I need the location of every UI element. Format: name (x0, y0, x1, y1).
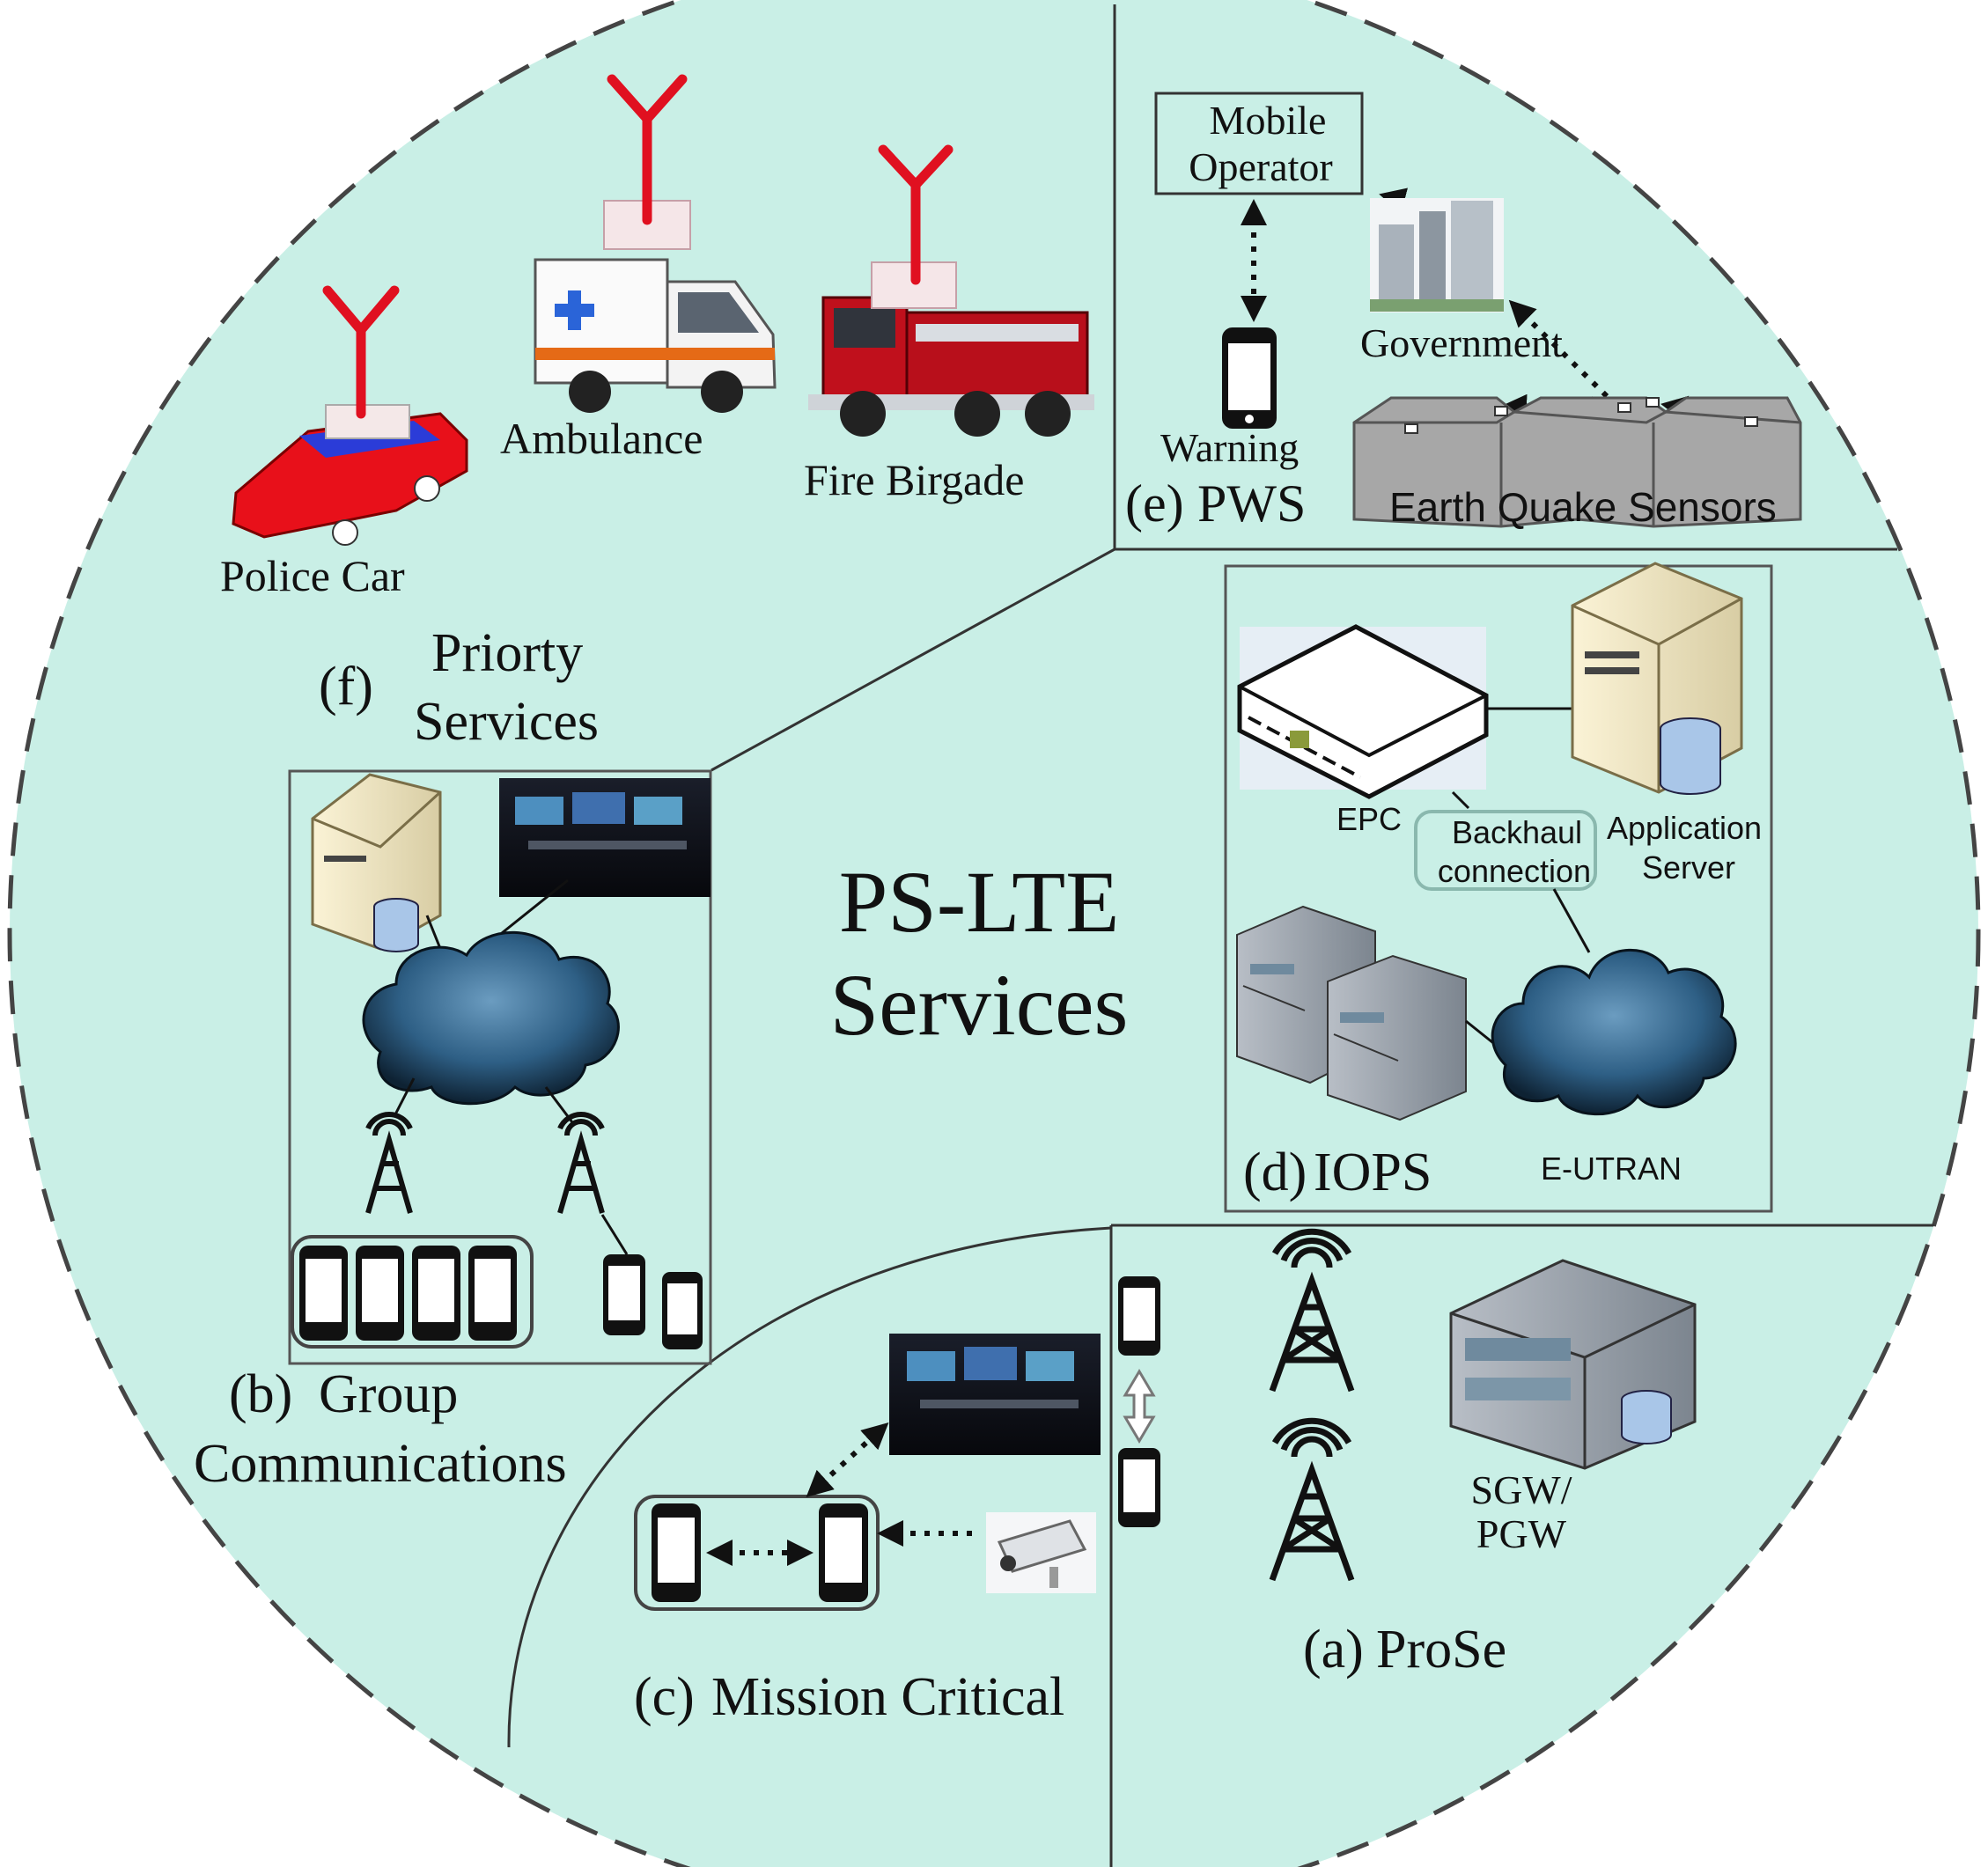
ambulance-antenna-icon (607, 74, 688, 225)
eutran-label: E-UTRAN (1541, 1150, 1682, 1187)
group-section-title-line2: Communications (194, 1434, 567, 1494)
pws-section: Mobile Operator Warning Government (1125, 92, 1802, 533)
prose-section: SGW/ PGW (a) ProSe (1118, 1228, 1697, 1680)
eutran-cloud-icon (1491, 948, 1737, 1116)
screen-cloud-link (501, 878, 569, 935)
group-communications-box (288, 769, 712, 1365)
phone-icon (662, 1272, 703, 1349)
sgw-pgw-label-line2: PGW (1476, 1511, 1567, 1556)
mobile-operator-box (1154, 92, 1364, 195)
phone-icon (468, 1246, 517, 1341)
warning-label: Warning (1160, 425, 1299, 470)
mission-section-title: Mission Critical (711, 1667, 1064, 1727)
mobile-operator-label-line2: Operator (1189, 144, 1332, 189)
cell-tower-icon (1269, 1228, 1355, 1393)
mission-links (706, 1422, 977, 1566)
prose-section-label: (a) (1303, 1620, 1364, 1680)
police-car-icon (232, 404, 468, 546)
sgw-pgw-label-line1: SGW/ (1471, 1467, 1572, 1512)
fire-truck-antenna-icon (878, 144, 954, 285)
phone-icon (299, 1246, 348, 1341)
police-car-label: Police Car (220, 551, 405, 600)
iops-box (1224, 564, 1773, 1213)
cell-tower-icon (557, 1112, 605, 1214)
phone-icon (356, 1246, 404, 1341)
backhaul-label-line2: connection (1438, 853, 1591, 889)
mission-section-label: (c) (634, 1667, 695, 1727)
rack-servers-icon (1236, 905, 1467, 1121)
phone-icon (1118, 1276, 1160, 1356)
control-room-screen-icon (499, 778, 711, 897)
mobile-operator-label-line1: Mobile (1210, 98, 1327, 143)
backhaul-connection-box (1414, 810, 1597, 891)
priority-services-section: Police Car Ambulance Fire Birgade (f) Pr… (220, 74, 1094, 752)
application-server-icon (1571, 562, 1743, 795)
phone-icon (819, 1503, 868, 1602)
iops-section: EPC Backhaul connection Application Serv… (1224, 562, 1773, 1213)
government-label: Government (1360, 320, 1563, 365)
ambulance-icon (534, 200, 777, 413)
epc-label: EPC (1336, 801, 1402, 837)
center-title-line2: Services (830, 956, 1129, 1054)
cell-tower-icon (365, 1112, 413, 1214)
group-section-title-line1: Group (319, 1364, 458, 1424)
group-section-label: (b) (229, 1364, 292, 1424)
pws-section-label: (e) (1125, 474, 1184, 533)
earthquake-sensors-icon (1352, 396, 1802, 528)
group-phones (299, 1246, 703, 1349)
epc-icon (1237, 624, 1489, 799)
group-communications-section: (b) Group Communications (194, 769, 712, 1494)
backhaul-link-top (1451, 790, 1470, 810)
mission-screen-icon (889, 1334, 1101, 1455)
iops-section-title: IOPS (1314, 1143, 1432, 1202)
phone-icon (412, 1246, 460, 1341)
surveillance-camera-icon (986, 1512, 1096, 1593)
ambulance-label: Ambulance (500, 414, 703, 463)
backhaul-link-bottom (1552, 888, 1591, 953)
government-building-icon (1370, 198, 1504, 312)
pws-section-title: PWS (1197, 474, 1306, 533)
section-dividers (507, 4, 1946, 1867)
application-server-label-line1: Application (1607, 810, 1762, 846)
sgw-pgw-rack-icon (1449, 1259, 1697, 1470)
cell-tower-icon (1269, 1417, 1355, 1582)
phone-group-box (291, 1235, 534, 1349)
group-cloud-icon (362, 930, 620, 1106)
priority-section-title-line2: Services (414, 692, 599, 752)
earthquake-sensors-label: Earth Quake Sensors (1389, 484, 1777, 530)
police-antenna-icon (322, 285, 400, 419)
phone-icon (1118, 1448, 1160, 1527)
phone-icon (603, 1254, 645, 1335)
priority-section-label: (f) (319, 657, 373, 717)
double-arrow-icon (1123, 1369, 1156, 1444)
fire-truck-icon (808, 261, 1094, 437)
tower-phone-link (600, 1214, 629, 1255)
cloud-tower-left-link (393, 1077, 416, 1117)
center-title-line1: PS-LTE (839, 853, 1120, 951)
backhaul-label-line1: Backhaul (1452, 814, 1582, 850)
mission-phone-pair-box (634, 1495, 880, 1611)
group-server-icon (311, 773, 442, 952)
application-server-label-line2: Server (1642, 849, 1735, 886)
prose-section-title: ProSe (1376, 1620, 1506, 1680)
phone-icon (652, 1503, 701, 1602)
iops-section-label: (d) (1243, 1143, 1307, 1202)
priority-section-title-line1: Priorty (431, 623, 583, 683)
fire-brigade-label: Fire Birgade (804, 455, 1024, 504)
mission-critical-section: (c) Mission Critical (634, 1334, 1101, 1727)
warning-phone-icon (1222, 327, 1277, 429)
